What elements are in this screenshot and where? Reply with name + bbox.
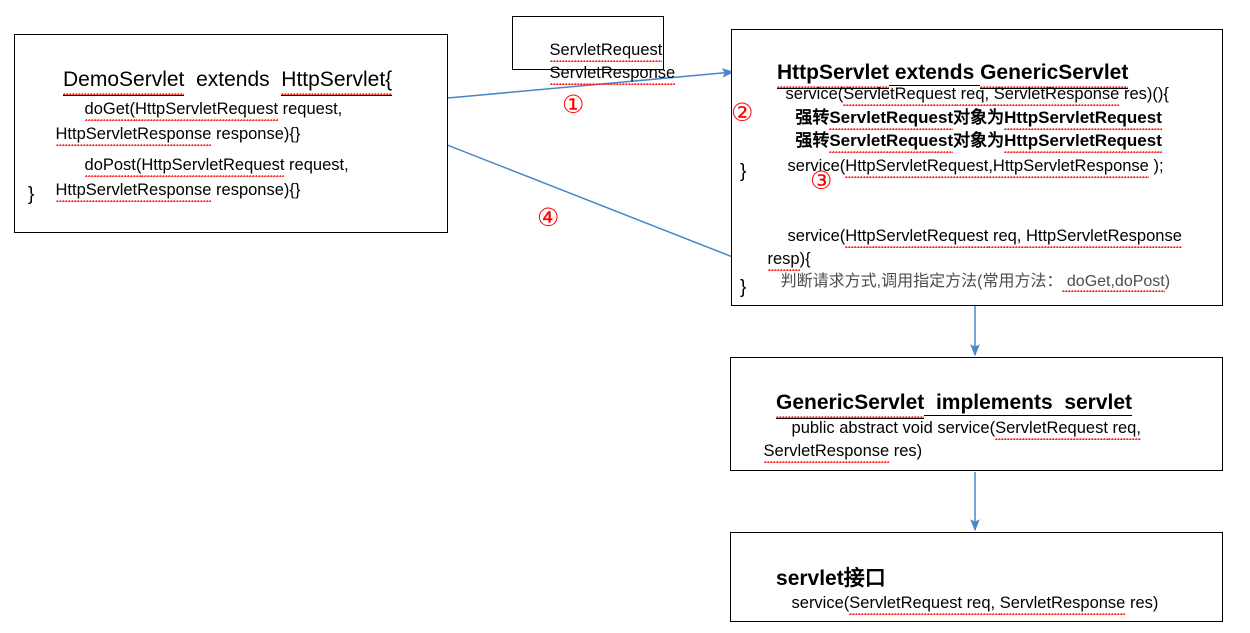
genericservlet-heading: GenericServlet implements servlet <box>741 364 1133 445</box>
httpservlet-service-param1-type: ServletRequest <box>843 85 957 107</box>
httpservlet-http-service-signature: service(HttpServletRequest req, HttpServ… <box>760 206 1182 266</box>
httpservlet-http-service-open: ){ <box>799 250 811 269</box>
httpservlet-service-signature: service(ServletRequest req, ServletRespo… <box>758 64 1169 124</box>
servlet-types-request-text: ServletRequest <box>549 41 663 63</box>
httpservlet-dispatch-note-close: ) <box>1164 272 1171 290</box>
genericservlet-heading-implements: implements <box>924 390 1065 417</box>
httpservlet-service-param2-type: ServletResponse <box>993 85 1120 107</box>
httpservlet-service-call-args: HttpServletRequest,HttpServletResponse <box>845 157 1149 179</box>
step-marker-two: ② <box>731 98 754 127</box>
box-httpservlet: HttpServlet extends GenericServlet servi… <box>731 29 1223 306</box>
demoservlet-dopost-param1-name: request, <box>284 156 349 175</box>
servlet-interface-service-line: service(ServletRequest req, ServletRespo… <box>764 573 1158 633</box>
httpservlet-cast2-to: HttpServletRequest <box>1004 130 1162 153</box>
httpservlet-http-service-param1-name: req, <box>988 227 1026 249</box>
httpservlet-http-service-signature-cont: resp){ <box>740 229 811 289</box>
box-demoservlet: DemoServlet extends HttpServlet{ doGet(H… <box>14 34 448 233</box>
demoservlet-heading-super: HttpServlet{ <box>281 66 393 97</box>
httpservlet-dispatch-note: 判断请求方式,调用指定方法(常用方法： doGet,doPost) <box>754 252 1170 311</box>
demoservlet-doget-param2-type: HttpServletResponse <box>55 125 212 147</box>
genericservlet-service-param1-type: ServletRequest <box>995 419 1108 441</box>
httpservlet-http-service-name: service( <box>787 227 846 246</box>
demoservlet-doget-line2: HttpServletResponse response){} <box>28 104 300 164</box>
demoservlet-closing-brace: } <box>28 184 35 205</box>
httpservlet-service-call-name: service( <box>787 157 846 176</box>
servlet-interface-param1-type: ServletRequest <box>849 594 963 616</box>
demoservlet-heading-class: DemoServlet <box>63 66 185 97</box>
httpservlet-cast2-from: ServletRequest <box>829 130 954 153</box>
httpservlet-cast2-obj: 对象为 <box>953 130 1005 150</box>
demoservlet-dopost-param1-type: HttpServletRequest <box>141 156 285 178</box>
demoservlet-doget-param2-name: response){} <box>211 125 301 144</box>
servlet-interface-param2-name: res) <box>1125 594 1159 613</box>
genericservlet-service-line1: public abstract void service(ServletRequ… <box>764 398 1141 458</box>
httpservlet-cast1-verb: 强转 <box>795 107 830 127</box>
demoservlet-doget-param1-name: request, <box>278 100 343 119</box>
servlet-interface-service-name: service( <box>791 594 850 613</box>
httpservlet-heading-class: HttpServlet <box>777 59 890 90</box>
httpservlet-service-name: service( <box>785 85 844 104</box>
servlet-interface-heading: servlet接口 <box>741 540 886 617</box>
httpservlet-service-call: service(HttpServletRequest,HttpServletRe… <box>760 136 1164 196</box>
httpservlet-cast2-verb: 强转 <box>795 130 830 150</box>
httpservlet-cast-line-1: 强转ServletRequest对象为HttpServletRequest <box>767 87 1162 149</box>
httpservlet-service-param1-name: req, <box>956 85 994 107</box>
servlet-interface-param1-name: req, <box>962 594 1000 616</box>
httpservlet-cast1-to: HttpServletRequest <box>1004 107 1162 130</box>
genericservlet-heading-class: GenericServlet <box>776 389 925 420</box>
genericservlet-service-line2: ServletResponse res) <box>736 421 922 481</box>
demoservlet-dopost-param2-name: response){} <box>211 181 301 200</box>
demoservlet-dopost-param2-type: HttpServletResponse <box>55 181 212 203</box>
httpservlet-service-call-end: ); <box>1148 157 1164 176</box>
httpservlet-dispatch-note-methods: doGet,doPost <box>1062 272 1165 293</box>
httpservlet-dispatch-note-text: 判断请求方式,调用指定方法(常用方法： <box>780 272 1063 290</box>
httpservlet-http-service-param1-type: HttpServletRequest <box>845 227 989 249</box>
httpservlet-service-param2-name: res)(){ <box>1119 85 1169 104</box>
box-servlet-interface: servlet接口 service(ServletRequest req, Se… <box>730 532 1223 622</box>
step-marker-one: ① <box>562 90 585 119</box>
httpservlet-brace-one: } <box>740 161 747 182</box>
httpservlet-http-service-param2-name: resp <box>767 250 800 272</box>
genericservlet-service-param1-name: req, <box>1107 419 1141 441</box>
genericservlet-service-param2-type: ServletResponse <box>763 442 890 464</box>
httpservlet-heading: HttpServlet extends GenericServlet <box>742 34 1129 115</box>
servlet-interface-param2-type: ServletResponse <box>999 594 1126 616</box>
demoservlet-doget-param1-type: HttpServletRequest <box>134 100 279 122</box>
demoservlet-dopost-line1: doPost(HttpServletRequest request, <box>57 135 349 195</box>
demoservlet-heading-extends: extends <box>184 67 282 91</box>
demoservlet-heading: DemoServlet extends HttpServlet{ <box>28 41 393 122</box>
httpservlet-cast1-from: ServletRequest <box>829 107 954 130</box>
httpservlet-http-service-param2-type: HttpServletResponse <box>1025 227 1182 249</box>
demoservlet-dopost-line2: HttpServletResponse response){} <box>28 160 300 220</box>
demoservlet-doget-name: doGet( <box>84 100 135 122</box>
demoservlet-dopost-name: doPost( <box>84 156 142 178</box>
genericservlet-service-param2-name: res) <box>889 442 923 461</box>
step-marker-four: ④ <box>537 203 560 232</box>
servlet-types-response: ServletResponse <box>522 43 676 103</box>
servlet-interface-heading-name: servlet <box>776 566 844 590</box>
genericservlet-service-modifiers: public abstract void service( <box>791 419 996 438</box>
httpservlet-brace-two: } <box>740 277 747 298</box>
httpservlet-cast-line-2: 强转ServletRequest对象为HttpServletRequest <box>767 110 1162 172</box>
servlet-interface-heading-suffix: 接口 <box>843 566 886 590</box>
servlet-types-request: ServletRequest <box>522 20 663 80</box>
genericservlet-heading-interface: servlet <box>1064 390 1133 417</box>
box-genericservlet: GenericServlet implements servlet public… <box>730 357 1223 471</box>
servlet-types-response-text: ServletResponse <box>549 64 676 86</box>
httpservlet-heading-super: GenericServlet <box>980 59 1129 90</box>
box-servlet-types: ServletRequest ServletResponse <box>512 16 676 86</box>
step-marker-three: ③ <box>810 166 833 195</box>
httpservlet-cast1-obj: 对象为 <box>953 107 1005 127</box>
demoservlet-doget-line1: doGet(HttpServletRequest request, <box>57 79 342 139</box>
